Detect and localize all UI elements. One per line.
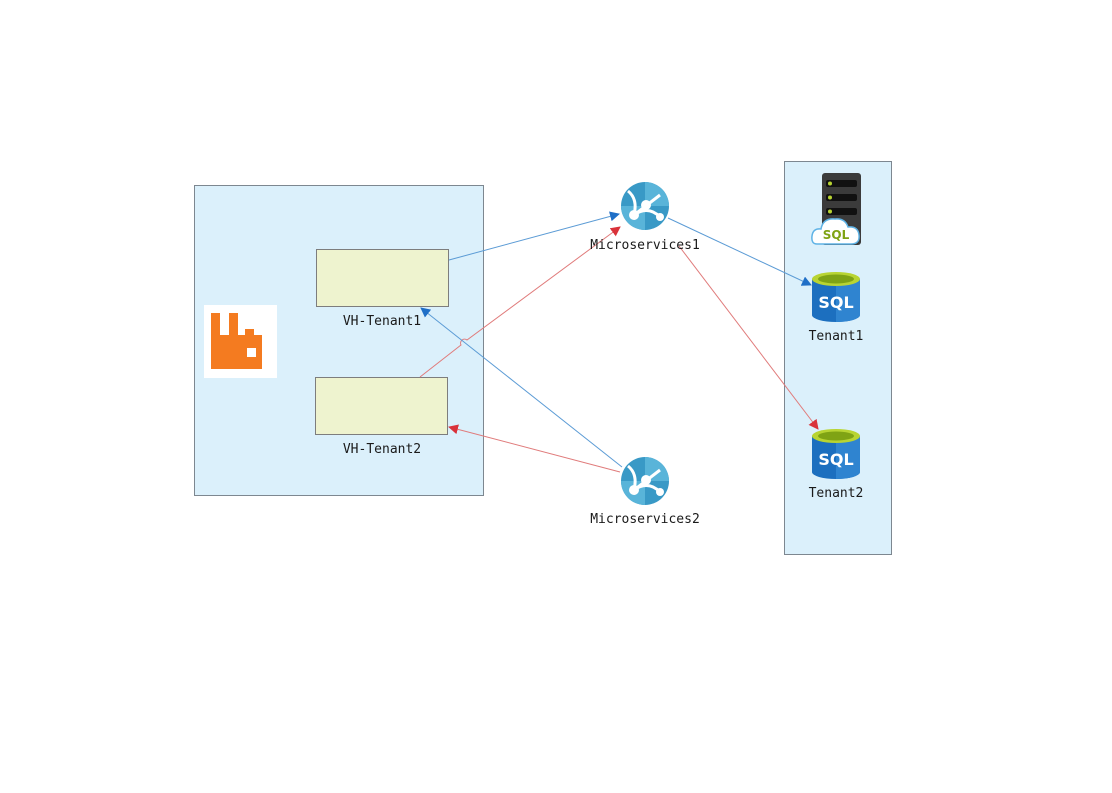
sql-server-cloud-icon[interactable]: SQL xyxy=(811,172,863,246)
rabbitmq-icon[interactable] xyxy=(204,305,277,378)
flow-vh1-to-ms1 xyxy=(448,211,620,261)
microservices2-label: Microservices2 xyxy=(590,512,700,527)
tenant2-database-icon[interactable]: SQL xyxy=(811,428,861,480)
vhost-tenant2-box[interactable] xyxy=(315,377,448,435)
flow-ms2-to-vh2 xyxy=(448,424,621,473)
tenant2-db-label: Tenant2 xyxy=(808,486,864,501)
microservices1-globe-icon[interactable] xyxy=(620,181,670,231)
flow-ms1-to-db1 xyxy=(667,217,812,286)
microservices1-label: Microservices1 xyxy=(590,238,700,253)
microservices2-globe-icon[interactable] xyxy=(620,456,670,506)
tenant2-sql-badge: SQL xyxy=(818,450,853,469)
vhost-tenant2-label: VH-Tenant2 xyxy=(342,442,422,457)
sql-server-badge: SQL xyxy=(823,228,850,242)
tenant1-db-label: Tenant1 xyxy=(808,329,864,344)
flow-ms1-to-db2 xyxy=(678,245,819,430)
vhost-tenant1-label: VH-Tenant1 xyxy=(342,314,422,329)
vhost-tenant1-box[interactable] xyxy=(316,249,449,307)
tenant1-sql-badge: SQL xyxy=(818,293,853,312)
flow-ms2-to-vh1 xyxy=(420,307,623,468)
tenant1-database-icon[interactable]: SQL xyxy=(811,271,861,323)
